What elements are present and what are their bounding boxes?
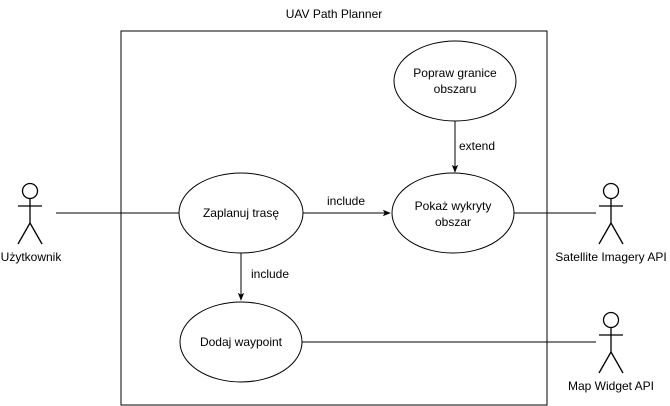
use-case-pokaz-wykryty-line2: obszar (435, 215, 471, 229)
use-case-dodaj-waypoint-label: Dodaj waypoint (200, 335, 283, 349)
use-case-zaplanuj-trase-label: Zaplanuj trasę (203, 206, 279, 220)
actor-figure-icon (17, 182, 43, 245)
actor-satellite-label: Satellite Imagery API (555, 250, 666, 264)
actor-satellite-imagery-api[interactable]: Satellite Imagery API (555, 182, 667, 265)
use-case-pokaz-wykryty[interactable]: Pokaż wykryty obszar (391, 172, 515, 254)
actor-figure-icon (598, 311, 624, 374)
use-case-popraw-granice-line1: Popraw granice (413, 66, 497, 80)
system-title: UAV Path Planner (286, 7, 383, 21)
use-case-pokaz-wykryty-line1: Pokaż wykryty (415, 199, 492, 213)
use-case-popraw-granice[interactable]: Popraw granice obszaru (393, 40, 517, 122)
use-case-zaplanuj-trase[interactable]: Zaplanuj trasę (178, 172, 304, 254)
use-case-dodaj-waypoint[interactable]: Dodaj waypoint (179, 301, 303, 383)
include-label-pokaz: include (327, 194, 365, 208)
extend-label-popraw: extend (459, 139, 495, 153)
actor-figure-icon (598, 182, 624, 245)
actor-uzytkownik-label: Użytkownik (1, 250, 63, 264)
actor-map-widget-label: Map Widget API (568, 379, 654, 393)
actor-uzytkownik[interactable]: Użytkownik (1, 182, 63, 265)
include-label-dodaj: include (251, 267, 289, 281)
use-case-popraw-granice-line2: obszaru (434, 82, 477, 96)
actor-map-widget-api[interactable]: Map Widget API (568, 311, 654, 394)
